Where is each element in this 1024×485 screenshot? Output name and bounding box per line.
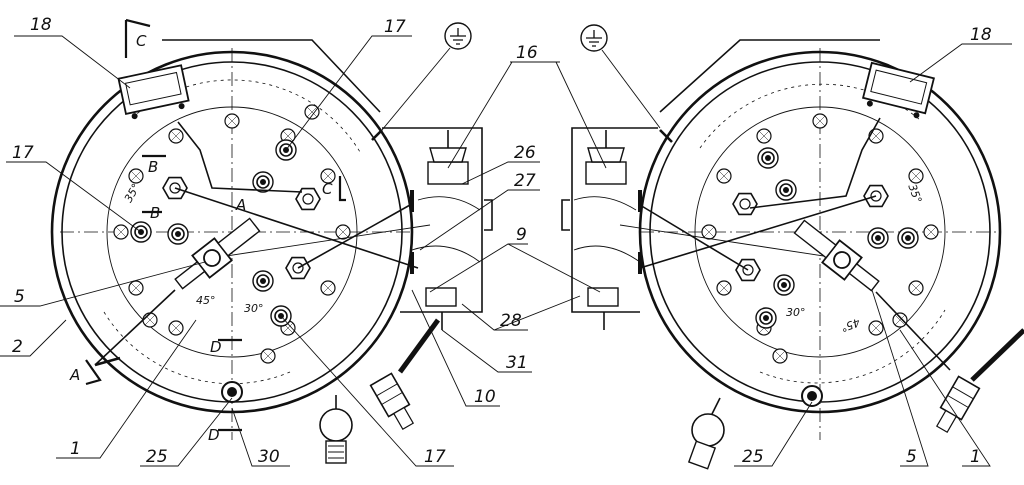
label-18-left: 18 xyxy=(30,15,52,35)
label-1-right: 1 xyxy=(970,447,981,467)
label-2: 2 xyxy=(12,337,23,357)
label-1-left: 1 xyxy=(70,439,81,459)
label-16: 16 xyxy=(516,43,538,63)
right-connection-box xyxy=(561,127,658,330)
left-connection-box xyxy=(382,127,493,330)
left-side-gland xyxy=(319,395,353,464)
right-sensor-body xyxy=(793,219,880,292)
label-17-top: 17 xyxy=(384,17,406,37)
section-c-right: C xyxy=(322,180,333,198)
section-letters: A A B B C C D D xyxy=(69,32,333,444)
label-5-right: 5 xyxy=(906,447,917,467)
label-31: 31 xyxy=(506,353,528,373)
label-27: 27 xyxy=(514,171,536,191)
label-30: 30 xyxy=(258,447,280,467)
label-25-right: 25 xyxy=(742,447,764,467)
label-25-left: 25 xyxy=(146,447,168,467)
label-5-left: 5 xyxy=(14,287,25,307)
section-b-bottom: B xyxy=(150,204,160,222)
angle-30-left: 30° xyxy=(244,302,264,315)
section-b-top: B xyxy=(148,158,158,176)
section-marks xyxy=(85,18,346,432)
label-9: 9 xyxy=(516,225,527,245)
leader-lines xyxy=(0,35,1012,467)
label-26: 26 xyxy=(514,143,536,163)
angle-35-right: 35° xyxy=(905,182,924,205)
right-side-gland xyxy=(687,397,725,470)
left-terminal-box xyxy=(117,64,190,120)
label-17-left: 17 xyxy=(12,143,34,163)
callout-labels: 18 17 16 18 17 26 27 9 5 28 2 31 10 1 25… xyxy=(12,15,992,467)
section-d-bottom: D xyxy=(208,426,220,444)
right-studs xyxy=(755,147,919,329)
label-10: 10 xyxy=(474,387,496,407)
ground-symbol-icon xyxy=(381,22,472,131)
right-terminal-box xyxy=(861,61,935,119)
left-unit xyxy=(50,39,493,464)
label-28: 28 xyxy=(500,311,522,331)
angle-30-right: 30° xyxy=(786,306,806,319)
ground-symbol-icon xyxy=(580,24,661,129)
right-unit xyxy=(561,39,1024,470)
label-18-right: 18 xyxy=(970,25,992,45)
section-a-mid: A xyxy=(235,196,246,214)
left-sensor-body xyxy=(174,217,261,290)
section-c-top: C xyxy=(136,32,147,50)
label-17-bottom: 17 xyxy=(424,447,446,467)
angle-45-left: 45° xyxy=(196,294,216,307)
angle-35-left: 35° xyxy=(122,181,143,204)
section-d-top: D xyxy=(210,338,222,356)
angle-45-right: 45° xyxy=(839,315,862,334)
section-a-left: A xyxy=(69,366,80,384)
